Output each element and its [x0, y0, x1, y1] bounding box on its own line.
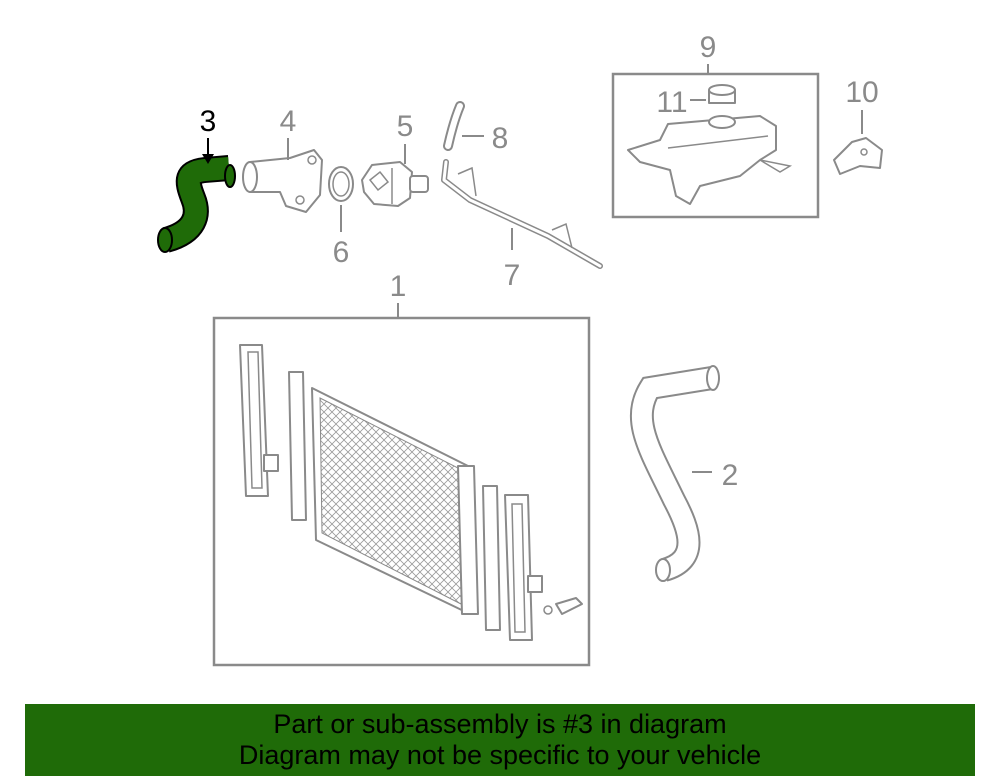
leader-3-arrow — [202, 154, 214, 164]
part-8-bypass-hose[interactable] — [443, 101, 465, 151]
banner-line-2: Diagram may not be specific to your vehi… — [238, 740, 762, 770]
banner-line-1: Part or sub-assembly is #3 in diagram — [273, 709, 727, 739]
part-1-radiator[interactable] — [239, 344, 583, 641]
part-7-water-pipe[interactable] — [441, 159, 603, 269]
part-2-lower-radiator-hose[interactable] — [629, 365, 720, 582]
part-11-reservoir-cap[interactable] — [708, 84, 736, 104]
part-9-reservoir-tank[interactable] — [627, 115, 793, 205]
part-6-gasket[interactable] — [328, 166, 354, 202]
info-banner: Part or sub-assembly is #3 in diagram Di… — [25, 704, 975, 776]
part-1-box — [212, 316, 591, 667]
callout-11: 11 — [656, 86, 687, 119]
callout-4: 4 — [280, 105, 297, 138]
part-5-thermostat[interactable] — [361, 161, 429, 207]
callout-8: 8 — [492, 122, 509, 155]
callout-2: 2 — [722, 459, 739, 492]
callout-1: 1 — [390, 270, 407, 303]
callout-3: 3 — [200, 105, 217, 138]
part-3-upper-radiator-hose[interactable] — [157, 155, 236, 253]
part-4-water-outlet[interactable] — [242, 149, 323, 213]
part-9-box — [611, 72, 820, 219]
callout-6: 6 — [333, 236, 350, 269]
callout-10: 10 — [845, 76, 878, 109]
part-10-bracket[interactable] — [833, 137, 883, 175]
callout-7: 7 — [504, 259, 521, 292]
callout-9: 9 — [700, 31, 717, 64]
callout-5: 5 — [397, 110, 414, 143]
